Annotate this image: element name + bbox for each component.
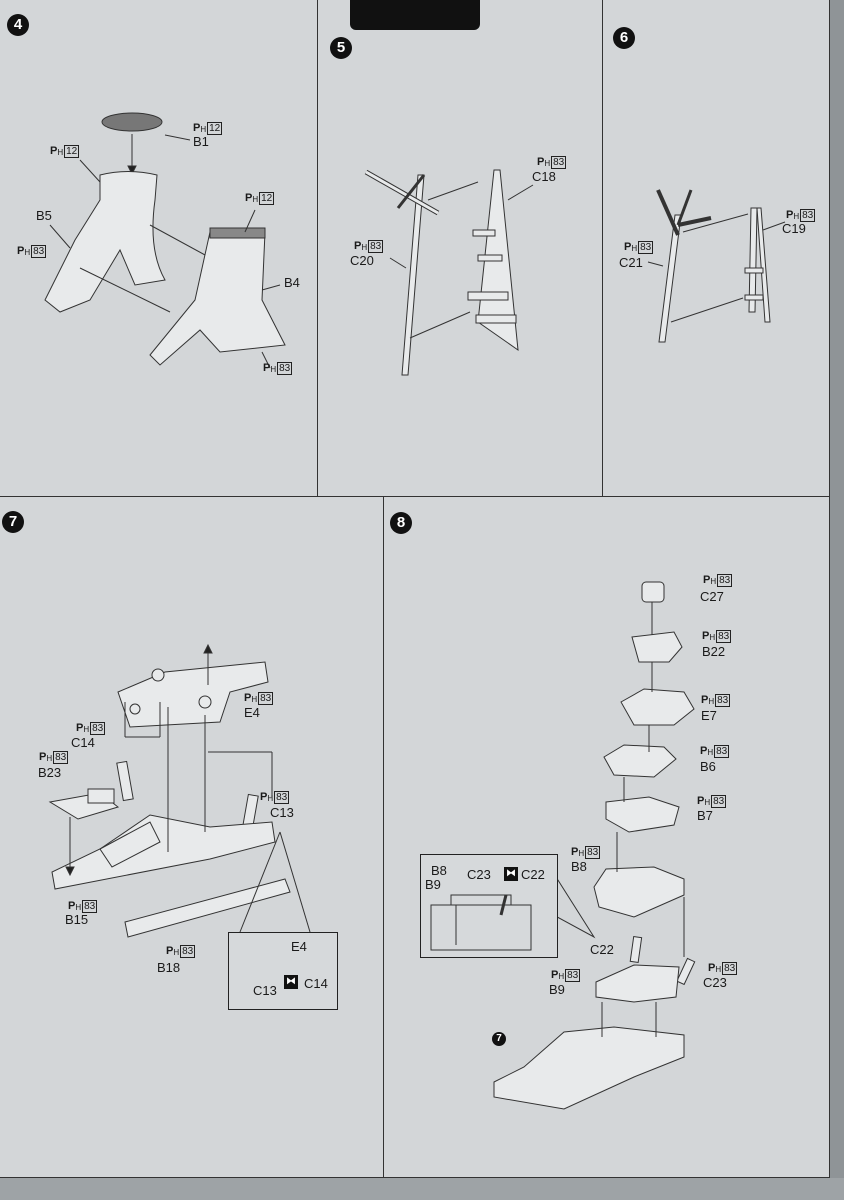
detail-inset: E4 C13 ⧓ C14: [228, 932, 338, 1010]
part-label: B8: [431, 863, 447, 878]
part-label: B5: [36, 208, 52, 223]
part-label: B23: [38, 765, 62, 780]
step-number: 5: [330, 37, 352, 59]
part-label: C23: [467, 867, 491, 882]
part-label: C20: [350, 253, 374, 268]
part-label: B18: [157, 960, 181, 975]
step-4-diagram: [44, 112, 286, 369]
part-label: C13: [253, 983, 277, 998]
step-number: 4: [7, 14, 29, 36]
part-label: C13: [270, 805, 294, 820]
part-label: B9: [549, 982, 565, 997]
step-8-diagram: [493, 581, 696, 1110]
step-6-diagram: [647, 189, 786, 343]
part-label: E7: [701, 708, 717, 723]
step-number: 8: [390, 512, 412, 534]
part-label: E4: [244, 705, 260, 720]
part-label: C23: [703, 975, 727, 990]
step-7-diagram: [48, 643, 311, 938]
part-label: E4: [291, 939, 307, 954]
part-label: C18: [532, 169, 556, 184]
part-label: B6: [700, 759, 716, 774]
part-label: B1: [193, 134, 209, 149]
step-number: 7: [2, 511, 24, 533]
part-label: B4: [284, 275, 300, 290]
part-label: C22: [521, 867, 545, 882]
part-label: B15: [65, 912, 89, 927]
part-label: B9: [425, 877, 441, 892]
part-label: B8: [571, 859, 587, 874]
glue-symbol-icon: ⧓: [284, 975, 298, 989]
step-number: 6: [613, 27, 635, 49]
part-label: C19: [782, 221, 806, 236]
part-label: C14: [71, 735, 95, 750]
glue-symbol-icon: ⧓: [504, 867, 518, 881]
step-reference-badge: 7: [492, 1032, 506, 1046]
binder-clip: [350, 0, 480, 30]
part-label: C21: [619, 255, 643, 270]
part-label: B7: [697, 808, 713, 823]
part-label: C27: [700, 589, 724, 604]
part-label: C14: [304, 976, 328, 991]
inset-diagram: [430, 894, 532, 951]
step-5-diagram: [364, 169, 534, 376]
page-edge: [830, 0, 844, 1200]
table-surface: [0, 1178, 844, 1200]
detail-inset: B8 B9 C23 ⧓ C22: [420, 854, 558, 958]
part-label: C22: [590, 942, 614, 957]
part-label: B22: [702, 644, 726, 659]
